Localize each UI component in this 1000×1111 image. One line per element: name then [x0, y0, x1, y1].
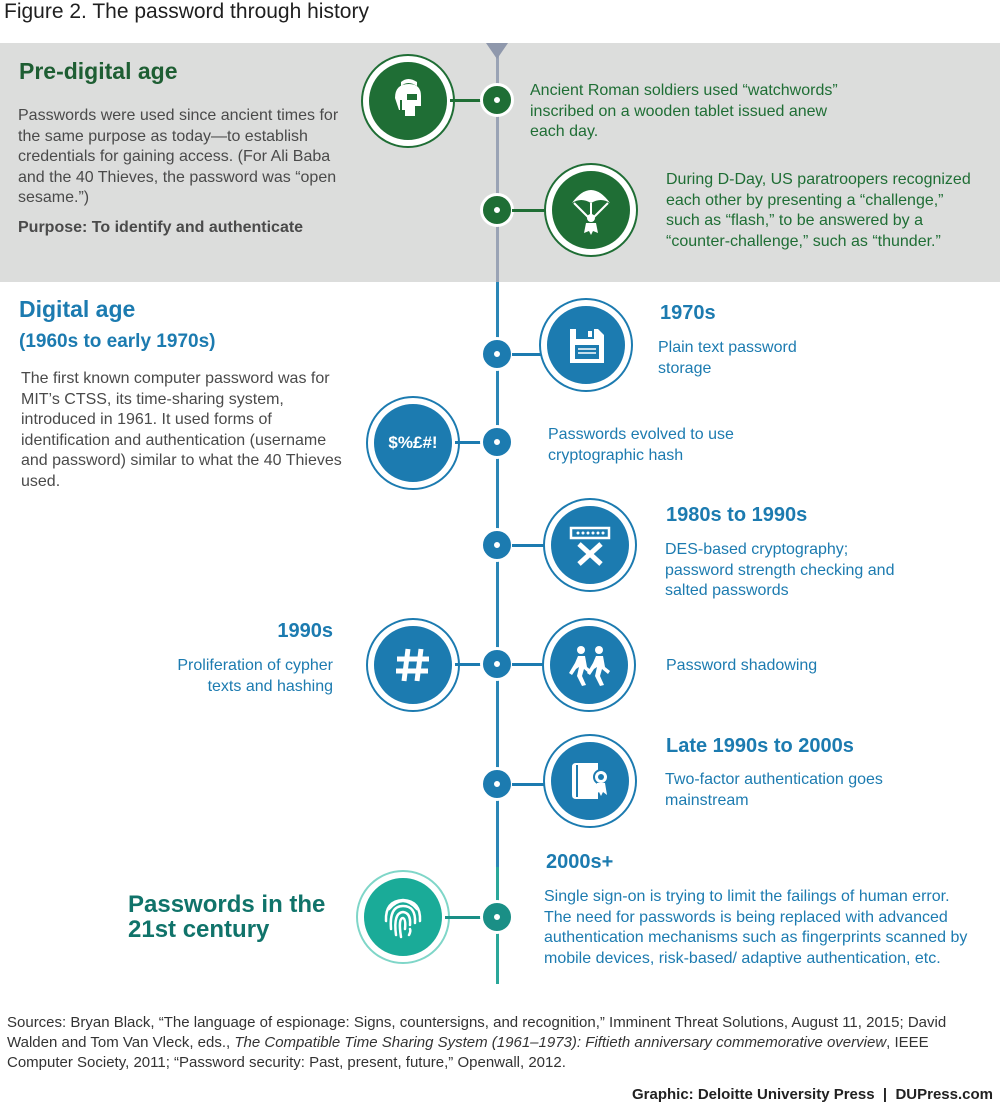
sources-part2: , IEEE Computer Society, 2011; “Password… — [7, 1034, 929, 1071]
timeline-node — [480, 425, 514, 459]
graphic-credit: Graphic: Deloitte University Press | DUP… — [632, 1086, 993, 1103]
connector — [450, 99, 485, 102]
timeline-node — [480, 337, 514, 371]
fingerprint-icon — [358, 872, 448, 962]
certificate-icon — [545, 736, 635, 826]
event-late-1990s-year: Late 1990s to 2000s — [666, 735, 854, 757]
hash-icon — [368, 620, 458, 710]
timeline-line-pre-digital — [496, 43, 499, 282]
connector — [445, 916, 485, 919]
connector — [512, 353, 552, 356]
pre-digital-band — [0, 43, 1000, 282]
event-1970s-year: 1970s — [660, 302, 716, 324]
digital-description: The first known computer password was fo… — [21, 370, 342, 490]
event-1970s-text: Plain text password storage — [658, 339, 797, 377]
timeline-line-digital — [496, 282, 499, 867]
timeline-node — [480, 193, 514, 227]
figure-title: Figure 2. The password through history — [4, 0, 369, 23]
connector — [455, 441, 485, 444]
connector — [512, 783, 552, 786]
century-heading-line1: Passwords in the — [128, 891, 326, 918]
symbols-icon: $%£#! — [368, 398, 458, 488]
cipher-x-icon — [545, 500, 635, 590]
pre-digital-description: Passwords were used since ancient times … — [18, 107, 339, 206]
timeline-node — [480, 767, 514, 801]
connector — [512, 663, 552, 666]
connector — [512, 209, 552, 212]
event-2000s-text: Single sign-on is trying to limit the fa… — [544, 888, 968, 967]
people-walking-icon — [544, 620, 634, 710]
digital-heading: Digital age — [19, 296, 136, 322]
timeline-node — [480, 900, 514, 934]
pre-digital-purpose: Purpose: To identify and authenticate — [18, 219, 304, 236]
timeline-node — [480, 647, 514, 681]
event-1990s-text: Proliferation of cypher texts and hashin… — [177, 657, 333, 695]
event-1990s-year: 1990s — [277, 620, 333, 642]
event-hash-text: Passwords evolved to use cryptographic h… — [548, 426, 734, 464]
timeline-node — [480, 528, 514, 562]
event-d-day-text: During D-Day, US paratroopers recognized… — [666, 171, 971, 250]
century-heading-line2: 21st century — [128, 916, 270, 943]
roman-helmet-icon — [363, 56, 453, 146]
event-2000s-year: 2000s+ — [546, 851, 614, 873]
floppy-disk-icon — [541, 300, 631, 390]
timeline-node — [480, 83, 514, 117]
sources-part1: Sources: Bryan Black, “The language of e… — [7, 1014, 947, 1051]
pre-digital-heading: Pre-digital age — [19, 58, 178, 84]
sources-note: Sources: Bryan Black, “The language of e… — [7, 1013, 987, 1073]
connector — [512, 544, 552, 547]
event-1980s-year: 1980s to 1990s — [666, 504, 808, 526]
timeline-start-arrow-icon — [486, 43, 508, 59]
digital-subheading: (1960s to early 1970s) — [19, 331, 216, 352]
connector — [455, 663, 485, 666]
sources-italic-title: The Compatible Time Sharing System (1961… — [234, 1034, 887, 1051]
event-shadowing-text: Password shadowing — [666, 657, 818, 674]
symbols-icon-text: $%£#! — [388, 433, 438, 452]
event-late-1990s-text: Two-factor authentication goes mainstrea… — [665, 771, 883, 809]
event-1980s-text: DES-based cryptography; password strengt… — [665, 541, 895, 599]
paratrooper-icon — [546, 165, 636, 255]
event-roman-soldiers-text: Ancient Roman soldiers used “watchwords”… — [530, 82, 838, 140]
